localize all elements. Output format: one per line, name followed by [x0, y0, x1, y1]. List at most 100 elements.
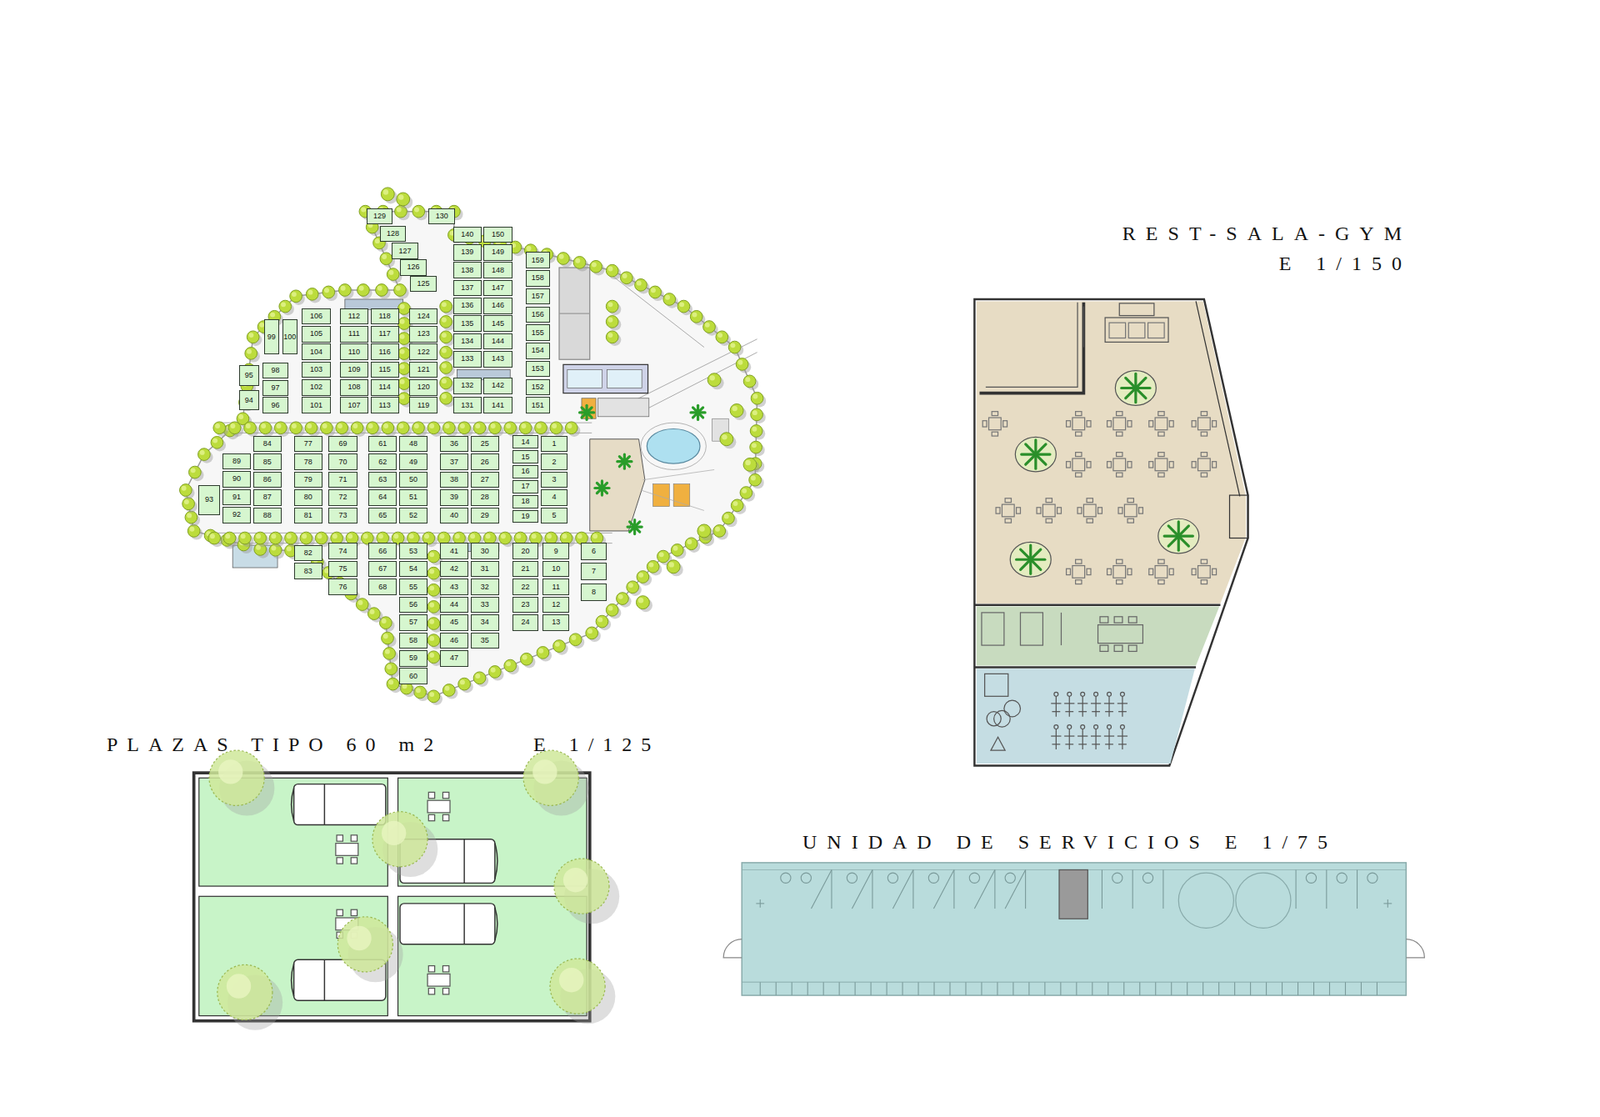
chair-symbol [1045, 518, 1052, 523]
pitch-plot: 104 [301, 343, 330, 360]
tree-symbol [440, 345, 453, 359]
tree-symbol [412, 421, 425, 435]
pitch-plot: 144 [483, 333, 512, 350]
drawing-title: UNIDAD DE SERVICIOS E 1/75 [802, 831, 1338, 852]
chair-symbol [1127, 498, 1134, 503]
pitch-plot: 5 [540, 507, 568, 525]
tree-highlight [359, 285, 365, 291]
tree-symbol [427, 634, 440, 647]
plot-number: 114 [378, 383, 390, 391]
table-symbol [1198, 565, 1211, 579]
tree-highlight [270, 545, 276, 551]
tree-highlight [659, 551, 665, 557]
pitch-plot: 55 [399, 578, 428, 595]
chair-symbol [1212, 420, 1217, 427]
chair-symbol [428, 988, 435, 995]
chair-symbol [1127, 568, 1132, 575]
plot-number: 145 [491, 320, 505, 328]
plot-number: 80 [304, 493, 313, 501]
restaurant-plan [1148, 322, 1165, 338]
pitch-plot: 26 [470, 453, 500, 470]
pitch-plot: 101 [301, 396, 330, 414]
plot-number: 148 [491, 266, 505, 275]
pitch-plot: 33 [470, 596, 500, 614]
tree-symbol [274, 421, 287, 435]
plot-number: 37 [450, 458, 459, 466]
plot-number: 55 [409, 583, 418, 591]
tree-highlight [522, 655, 528, 660]
gym-machine [1120, 725, 1125, 730]
gym-machine [1108, 695, 1110, 716]
pitch-plot: 57 [399, 614, 428, 631]
plot-number: 138 [460, 266, 474, 275]
pitch-plot: 155 [525, 324, 550, 341]
table-symbol [1042, 504, 1055, 517]
tree-symbol [396, 192, 410, 206]
chair-symbol [1200, 452, 1207, 457]
pitch-plot: 89 [222, 453, 251, 470]
tree-highlight [733, 500, 739, 506]
bench-line [1139, 981, 1140, 995]
tree-highlight [441, 301, 447, 307]
bench-line [949, 981, 950, 995]
plot-number: 48 [409, 440, 418, 448]
pitch-plot: 27 [470, 471, 500, 489]
tree-symbol [245, 347, 258, 360]
chair-symbol [1066, 461, 1071, 468]
chair-symbol [1191, 461, 1196, 468]
palm-leaf [1030, 559, 1041, 570]
plant-symbol [1010, 370, 1200, 577]
road-line [214, 275, 757, 544]
plot-number: 128 [386, 230, 400, 238]
service-unit-plan [723, 939, 742, 958]
van-symbol [495, 843, 498, 880]
tree-symbol [381, 421, 395, 435]
chair-symbol [1158, 411, 1165, 416]
tree-symbol [239, 531, 252, 545]
stall-wall [1025, 869, 1026, 909]
palm-leaf [1178, 535, 1189, 546]
plot-number: 153 [531, 365, 545, 373]
plot-number: 137 [460, 284, 474, 292]
tree-symbol [322, 285, 335, 299]
pitch-plot: 152 [525, 379, 550, 396]
plot-number: 86 [263, 475, 272, 484]
table-symbol [1155, 417, 1168, 430]
tree-highlight [249, 332, 255, 338]
tree-highlight [400, 334, 405, 340]
bench-line [1281, 981, 1283, 995]
plot-number: 11 [552, 583, 560, 591]
plot-number: 87 [263, 493, 272, 501]
pitch-plot: 83 [294, 562, 323, 580]
tree-symbol [749, 473, 762, 486]
pitch-plot: 31 [470, 560, 500, 578]
pitch-plot: 157 [525, 288, 550, 305]
pitch-plot: 111 [340, 325, 369, 343]
gym-equipment [986, 711, 1001, 726]
plot-number: 132 [460, 381, 474, 390]
plot-number: 134 [460, 337, 474, 345]
tree-highlight [618, 594, 624, 600]
toilet-stall [755, 869, 1392, 995]
tree-symbol [722, 511, 735, 525]
plot-number: 65 [378, 511, 387, 520]
tree-highlight [559, 254, 565, 260]
restaurant-plan [985, 302, 1078, 388]
chair-symbol [1086, 420, 1091, 427]
restaurant-plan [976, 668, 1195, 764]
tree-highlight [490, 667, 496, 673]
stall-wall [953, 869, 955, 909]
tree-highlight [686, 539, 692, 545]
gym-machine [1054, 691, 1059, 696]
tree-symbol [605, 330, 619, 344]
pitch-plot: 115 [370, 361, 400, 379]
pitch-plot: 69 [328, 435, 357, 453]
fixture-symbol [1005, 872, 1015, 883]
tree-symbol [383, 647, 396, 660]
tree-symbol [728, 340, 741, 354]
plot-number: 33 [480, 600, 490, 609]
plot-number: 38 [450, 475, 459, 484]
plot-number: 29 [480, 511, 490, 520]
tree-symbol [605, 315, 619, 329]
